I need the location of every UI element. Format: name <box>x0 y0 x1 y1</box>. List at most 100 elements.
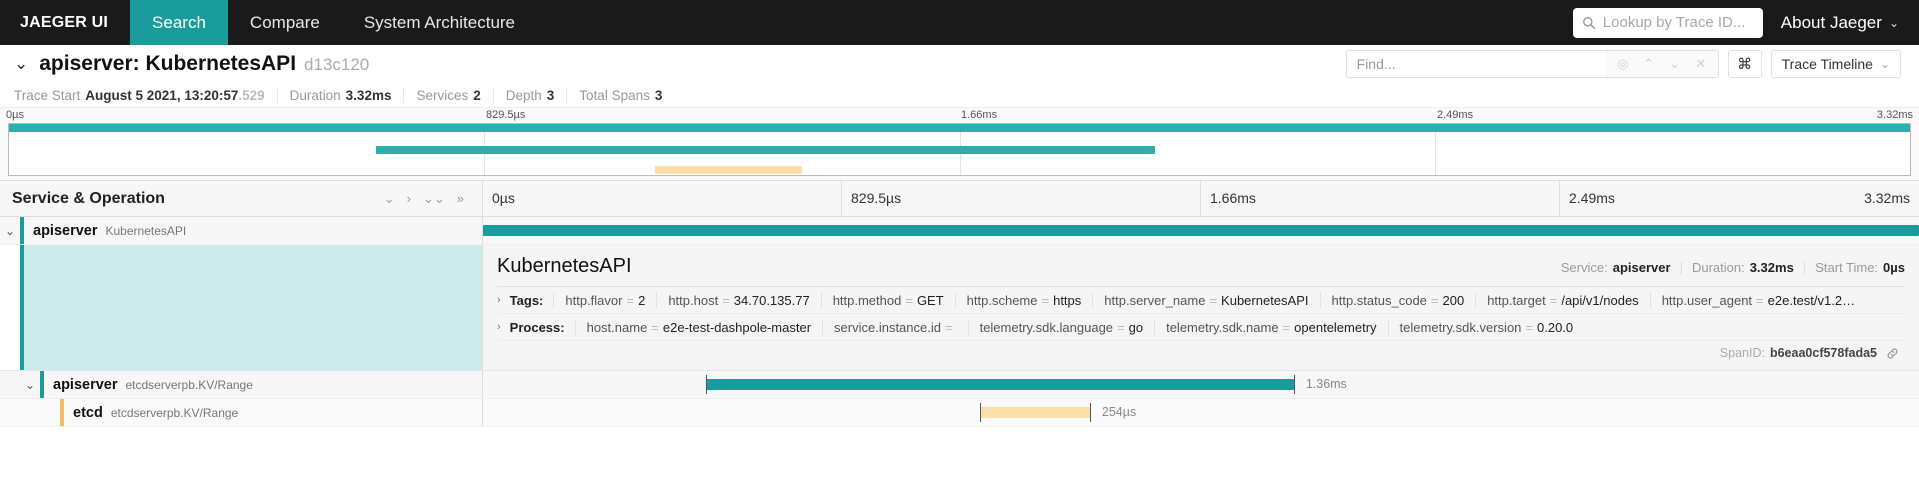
find-input[interactable]: Find... <box>1345 50 1606 78</box>
trace-id-short: d13c120 <box>304 55 370 74</box>
tag-item[interactable]: http.user_agent=e2e.test/v1.2… <box>1649 292 1866 308</box>
timeline-column-header: Service & Operation ⌄ › ⌄⌄ » 0µs 829.5µs… <box>0 181 1919 217</box>
nav-item-system-architecture[interactable]: System Architecture <box>363 12 516 32</box>
collapse-all-chevrons-down-icon[interactable]: ⌄⌄ <box>422 190 445 206</box>
span-row-label-2[interactable]: ⌄ etcd etcdserverpb.KV/Range <box>0 399 483 426</box>
span-process-row[interactable]: › Process: host.name=e2e-test-dashpole-m… <box>497 314 1905 341</box>
process-key: telemetry.sdk.name <box>1166 319 1279 335</box>
timeline-axis-header: 0µs 829.5µs 1.66ms 2.49ms 3.32ms <box>483 181 1919 216</box>
equals-sign: = <box>905 292 913 308</box>
expand-one-chevron-right-icon[interactable]: › <box>406 191 411 206</box>
span-detail-start-value: 0µs <box>1883 260 1905 275</box>
minimap-tick-4: 3.32ms <box>1876 109 1913 121</box>
trace-title-service: apiserver: <box>39 52 146 75</box>
tree-expand-controls: ⌄ › ⌄⌄ » <box>378 191 482 207</box>
services-label: Services <box>416 87 469 103</box>
table-row[interactable]: ⌄ apiserver KubernetesAPI <box>0 217 1919 245</box>
tag-value: https <box>1053 292 1082 308</box>
trace-summary-bar: Trace Start August 5 2021, 13:20:57.529 … <box>0 83 1919 107</box>
nav-item-compare[interactable]: Compare <box>249 12 320 32</box>
span-detail-duration-value: 3.32ms <box>1749 260 1794 275</box>
equals-sign: = <box>626 292 635 308</box>
process-item[interactable]: telemetry.sdk.version=0.20.0 <box>1387 319 1585 335</box>
table-row[interactable]: ⌄ etcd etcdserverpb.KV/Range 254µs <box>0 399 1919 427</box>
top-navigation-bar: JAEGER UI Search Compare System Architec… <box>0 0 1919 45</box>
equals-sign: = <box>722 292 730 308</box>
clear-search-close-icon[interactable]: ✕ <box>1695 56 1707 71</box>
span-end-tick <box>1294 375 1296 394</box>
span-row-bar-1[interactable]: 1.36ms <box>483 371 1919 398</box>
tags-label: Tags: <box>509 292 544 308</box>
prev-match-chevron-up-icon[interactable]: ⌃ <box>1643 56 1655 71</box>
process-item[interactable]: host.name=e2e-test-dashpole-master <box>574 319 822 335</box>
collapse-trace-chevron-down-icon[interactable]: ⌄ <box>14 54 29 73</box>
focus-match-icon[interactable]: ◎ <box>1616 56 1629 71</box>
tag-item[interactable]: http.server_name=KubernetesAPI <box>1092 292 1319 308</box>
span-detail-title: KubernetesAPI <box>497 255 632 277</box>
trace-total-spans-meta: Total Spans 3 <box>566 87 674 103</box>
collapse-one-chevron-down-icon[interactable]: ⌄ <box>383 190 395 206</box>
tag-item[interactable]: http.host=34.70.135.77 <box>656 292 820 308</box>
span-row-bar-0[interactable] <box>483 217 1919 244</box>
process-label: Process: <box>509 319 565 335</box>
tag-value: 2 <box>638 292 646 308</box>
equals-sign: = <box>944 319 953 335</box>
span-id-row: SpanID: b6eaa0cf578fada5 <box>497 341 1905 366</box>
about-jaeger-menu[interactable]: About Jaeger ⌄ <box>1781 0 1919 45</box>
view-mode-select[interactable]: Trace Timeline ⌄ <box>1770 50 1901 78</box>
expand-all-chevrons-right-icon[interactable]: » <box>456 191 464 206</box>
process-item[interactable]: telemetry.sdk.language=go <box>967 319 1155 335</box>
service-operation-header: Service & Operation ⌄ › ⌄⌄ » <box>0 181 483 216</box>
trace-duration-meta: Duration 3.32ms <box>276 87 404 103</box>
service-operation-title: Service & Operation <box>12 189 165 207</box>
span-detail-duration-label: Duration: <box>1691 260 1745 275</box>
span-operation-name: etcdserverpb.KV/Range <box>110 405 239 420</box>
jaeger-brand-logo[interactable]: JAEGER UI <box>20 13 109 31</box>
span-row-label-1[interactable]: ⌄ apiserver etcdserverpb.KV/Range <box>0 371 483 398</box>
depth-value: 3 <box>546 87 555 103</box>
trace-start-millis: .529 <box>238 87 265 103</box>
duration-label: Duration <box>289 87 341 103</box>
span-detail-service-label: Service: <box>1560 260 1608 275</box>
process-item[interactable]: service.instance.id= <box>822 319 968 335</box>
span-toggle-chevron-down-icon[interactable]: ⌄ <box>4 223 16 238</box>
span-toggle-chevron-down-icon[interactable]: ⌄ <box>24 377 36 392</box>
span-duration-label: 254µs <box>1101 405 1137 419</box>
tag-value: 200 <box>1442 292 1465 308</box>
span-color-bar <box>40 371 44 398</box>
keyboard-shortcuts-button[interactable]: ⌘ <box>1727 50 1762 78</box>
tag-item[interactable]: http.scheme=https <box>954 292 1093 308</box>
process-value: 0.20.0 <box>1537 319 1574 335</box>
nav-item-search[interactable]: Search <box>130 0 228 45</box>
trace-minimap[interactable]: 0µs 829.5µs 1.66ms 2.49ms 3.32ms <box>0 107 1919 181</box>
tag-item[interactable]: http.method=GET <box>820 292 955 308</box>
tag-item[interactable]: http.target=/api/v1/nodes <box>1475 292 1649 308</box>
process-expand-chevron-right-icon[interactable]: › <box>497 321 501 333</box>
timeline-tick-3: 2.49ms <box>1569 190 1615 206</box>
tags-expand-chevron-right-icon[interactable]: › <box>497 294 501 306</box>
span-row-label-0[interactable]: ⌄ apiserver KubernetesAPI <box>0 217 483 244</box>
tag-item[interactable]: http.flavor=2 <box>553 292 656 308</box>
timeline-tick-4: 3.32ms <box>1864 190 1910 206</box>
next-match-chevron-down-icon[interactable]: ⌄ <box>1669 56 1681 71</box>
tag-key: http.method <box>832 292 902 308</box>
copy-link-icon[interactable] <box>1886 347 1899 360</box>
span-detail-accent-bar <box>20 245 24 370</box>
span-service-name: apiserver <box>53 376 118 393</box>
process-value: e2e-test-dashpole-master <box>662 319 812 335</box>
process-item[interactable]: telemetry.sdk.name=opentelemetry <box>1154 319 1387 335</box>
tag-value: 34.70.135.77 <box>733 292 810 308</box>
equals-sign: = <box>1041 292 1050 308</box>
stat-divider: | <box>1679 260 1683 275</box>
equals-sign: = <box>1209 292 1218 308</box>
span-tags-row[interactable]: › Tags: http.flavor=2 http.host=34.70.13… <box>497 287 1905 314</box>
table-row[interactable]: ⌄ apiserver etcdserverpb.KV/Range 1.36ms <box>0 371 1919 399</box>
span-duration-bar <box>483 225 1919 236</box>
total-spans-value: 3 <box>654 87 663 103</box>
span-row-bar-2[interactable]: 254µs <box>483 399 1919 426</box>
span-color-bar <box>60 399 64 426</box>
tag-item[interactable]: http.status_code=200 <box>1319 292 1476 308</box>
span-detail-gutter <box>0 245 483 370</box>
minimap-canvas[interactable] <box>8 123 1911 176</box>
trace-id-lookup-input[interactable]: Lookup by Trace ID... <box>1572 7 1763 38</box>
